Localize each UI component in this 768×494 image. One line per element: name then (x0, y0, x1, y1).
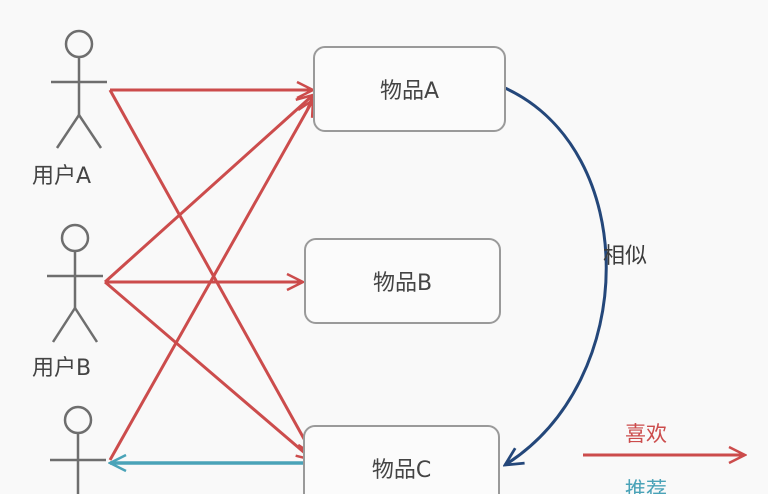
user-b-label: 用户B (32, 356, 92, 381)
legend-like-label: 喜欢 (625, 422, 667, 446)
item-b-label: 物品B (372, 271, 433, 296)
like-arrow-user-b-item-c (104, 280, 313, 460)
item-c-label: 物品C (371, 458, 432, 483)
user-b-figure (47, 223, 103, 343)
like-arrow-user-a-item-c (108, 89, 313, 455)
user-a-label: 用户A (32, 164, 92, 189)
item-c-box: 物品C (303, 425, 500, 494)
item-b-box: 物品B (304, 238, 501, 324)
like-arrow-user-b-item-a (103, 95, 313, 284)
user-c-figure (50, 405, 106, 494)
item-a-box: 物品A (313, 46, 506, 132)
legend-recommend-label: 推荐 (625, 478, 667, 494)
similar-arc-item-a-item-c (505, 86, 608, 465)
similar-label: 相似 (603, 244, 648, 269)
item-a-label: 物品A (379, 79, 440, 104)
like-arrow-user-c-item-a (108, 100, 313, 461)
user-a-figure (51, 29, 107, 149)
